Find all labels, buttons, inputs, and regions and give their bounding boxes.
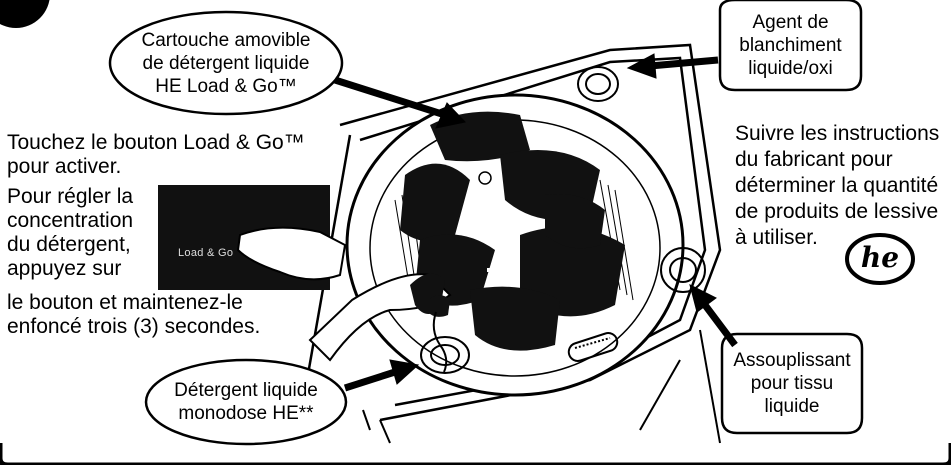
callout-bleach-text: Agent de blanchiment liquide/oxi bbox=[739, 11, 841, 80]
washer-drum bbox=[347, 95, 683, 395]
manufacturer-note-line4: de produits de lessive bbox=[735, 200, 938, 224]
manufacturer-note-line2: du fabricant pour bbox=[735, 148, 893, 172]
adjust-instruction-line2: concentration bbox=[7, 209, 133, 233]
manufacturer-note-line1: Suivre les instructions bbox=[735, 122, 939, 146]
load-and-go-button-label: Load & Go bbox=[178, 247, 233, 259]
callout-softener-text: Assouplissant pour tissu liquide bbox=[733, 349, 850, 418]
adjust-instruction-line4: appuyez sur bbox=[7, 257, 121, 281]
hold-instruction-line1: le bouton et maintenez-le bbox=[7, 291, 243, 315]
bottom-frame bbox=[0, 443, 951, 465]
callout-softener: Assouplissant pour tissu liquide bbox=[722, 334, 862, 433]
hold-instruction-line2: enfoncé trois (3) secondes. bbox=[7, 315, 260, 339]
touch-instruction-line1: Touchez le bouton Load & Go™ bbox=[7, 131, 305, 155]
manufacturer-note-line3: déterminer la quantité bbox=[735, 174, 938, 198]
adjust-instruction-line1: Pour régler la bbox=[7, 185, 133, 209]
bleach-dispenser-icon bbox=[578, 67, 618, 101]
he-logo-text: he bbox=[857, 241, 903, 275]
callout-cartridge-text: Cartouche amovible de détergent liquide … bbox=[142, 29, 311, 98]
callout-cartridge: Cartouche amovible de détergent liquide … bbox=[112, 14, 340, 112]
callout-bleach: Agent de blanchiment liquide/oxi bbox=[720, 0, 861, 90]
adjust-instruction-line3: du détergent, bbox=[7, 233, 131, 257]
step-circle bbox=[0, 0, 50, 28]
manufacturer-note-line5: à utiliser. bbox=[735, 226, 818, 250]
callout-detergent-pod: Détergent liquide monodose HE** bbox=[146, 360, 346, 444]
callout-pod-text: Détergent liquide monodose HE** bbox=[174, 379, 318, 425]
touch-instruction-line2: pour activer. bbox=[7, 155, 121, 179]
